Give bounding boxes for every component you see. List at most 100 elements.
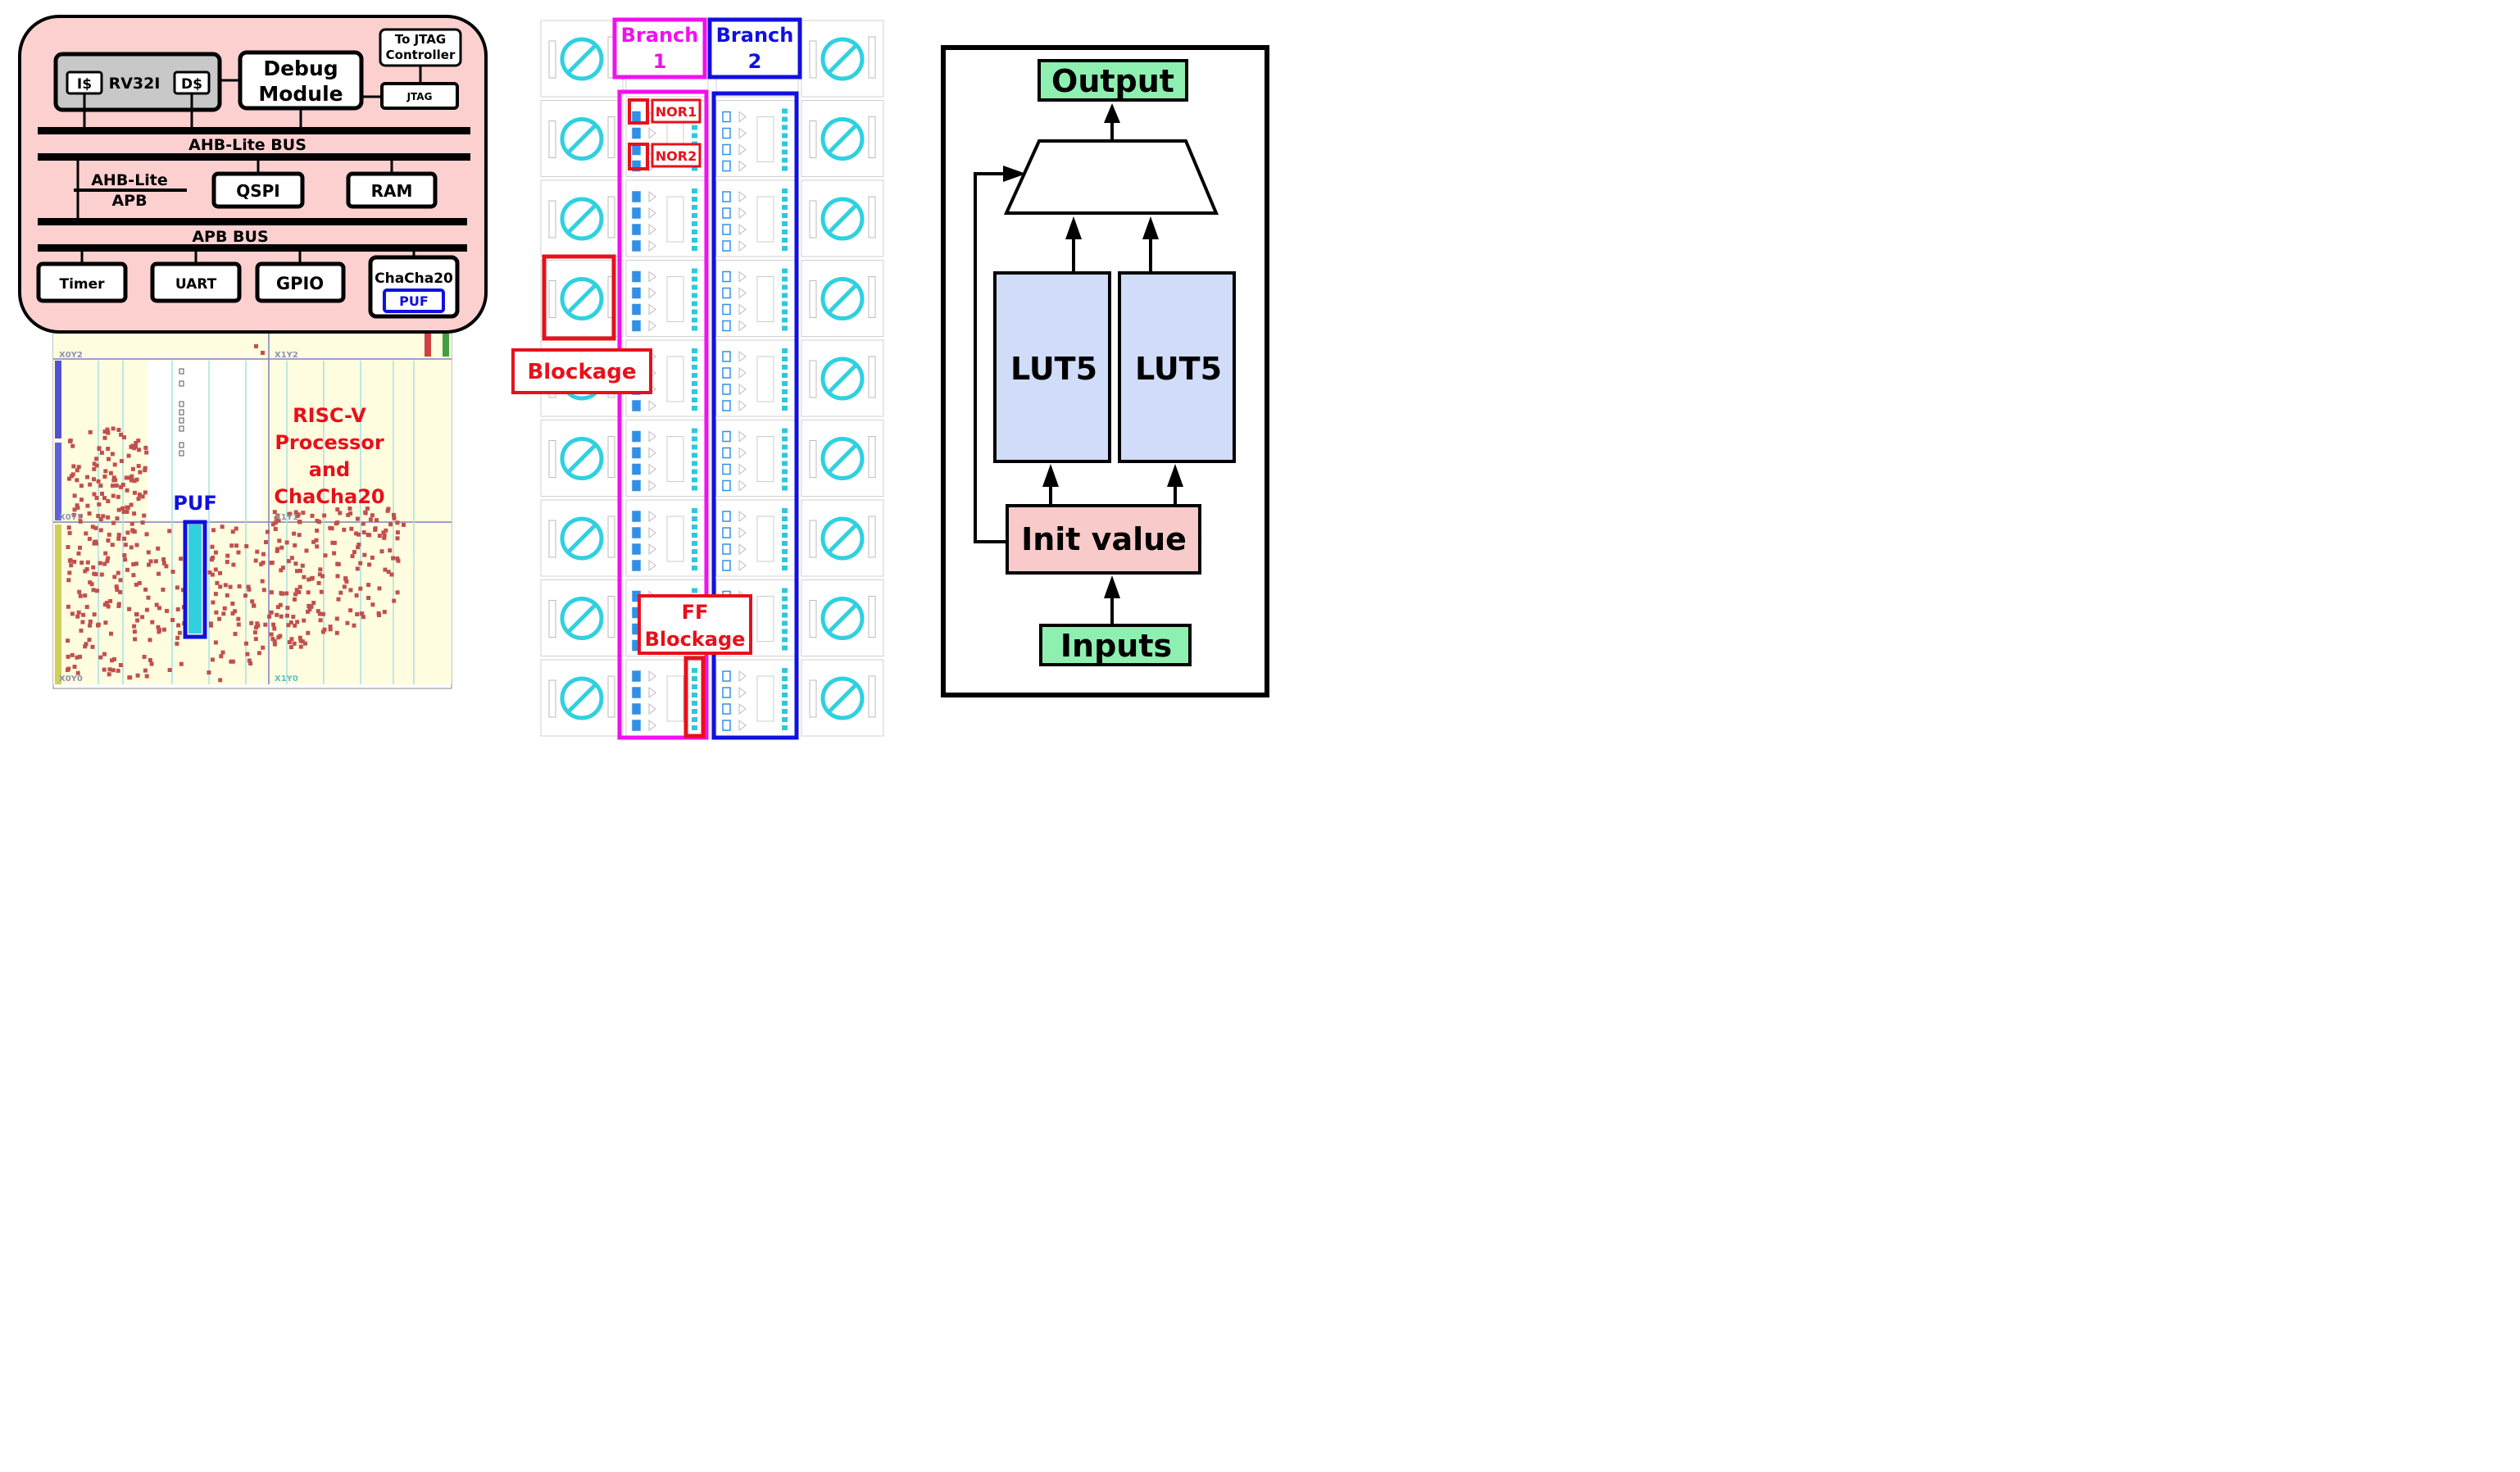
placed-cell (125, 510, 129, 514)
placed-cell (386, 570, 391, 575)
region-label-x1y2: X1Y2 (275, 351, 298, 360)
mux-site (648, 720, 656, 731)
mux-site (648, 127, 656, 139)
blockage-label-box (511, 348, 652, 394)
placed-cell (97, 446, 102, 451)
placed-cell (106, 556, 111, 561)
placed-cell (67, 530, 72, 535)
ff-site (782, 246, 788, 251)
placed-cell (306, 577, 311, 582)
placed-cell (134, 561, 138, 566)
slice-cell (868, 276, 876, 318)
placed-cell (107, 667, 112, 672)
placed-cell (107, 672, 111, 677)
placed-cell (66, 638, 70, 643)
placed-cell (118, 663, 123, 667)
placed-cell (136, 497, 141, 502)
placed-cell (111, 493, 116, 498)
placed-cell (143, 445, 148, 450)
placed-cell (116, 536, 121, 541)
placed-cell (220, 650, 225, 655)
placed-cell (255, 549, 260, 554)
apb-bus-bottom (38, 244, 467, 252)
placed-cell (111, 520, 116, 525)
mux-site (648, 303, 656, 316)
placed-cell (382, 535, 387, 540)
placed-cell (100, 491, 104, 496)
placed-cell (361, 530, 366, 534)
lut-site (722, 127, 731, 139)
ram-block (346, 171, 438, 209)
placed-cell (293, 623, 297, 628)
placed-cell (279, 591, 284, 596)
ff-site (692, 221, 697, 226)
mux-site (738, 111, 747, 123)
carry-site (756, 436, 774, 482)
ff-site (692, 436, 697, 442)
ff-site (782, 645, 788, 651)
placed-cell (236, 622, 241, 627)
bram-site (179, 442, 184, 448)
placed-cell (79, 497, 84, 502)
jtag-box (380, 82, 459, 110)
placed-cell (247, 587, 252, 592)
slice-cell (548, 40, 556, 79)
mux-site (648, 527, 656, 538)
placed-cell (72, 493, 77, 498)
placed-cell (129, 521, 134, 526)
placed-cell (310, 513, 315, 518)
slice-cell (548, 200, 556, 239)
placed-cell (134, 611, 138, 616)
placed-cell (356, 532, 361, 537)
placed-cell (272, 626, 277, 631)
ff-site (782, 541, 788, 546)
placed-cell (110, 543, 115, 547)
placed-cell (377, 534, 382, 538)
placed-cell (111, 478, 116, 483)
placed-cell (386, 507, 391, 511)
placed-cell (352, 550, 356, 554)
placed-cell (348, 511, 353, 516)
placed-cell (348, 588, 353, 593)
mux-site (648, 270, 656, 283)
placed-cell (297, 635, 302, 640)
prohibit-icon (820, 437, 865, 480)
ff-site (782, 293, 788, 298)
placed-cell (260, 579, 265, 584)
ff-site (782, 676, 788, 681)
placed-cell (78, 545, 82, 550)
placed-cell (88, 623, 93, 628)
slice-cell (868, 596, 876, 638)
timer-label: Timer (59, 276, 105, 293)
ff-site (782, 596, 788, 602)
placed-cell (287, 640, 292, 644)
lut-site (722, 447, 731, 459)
bram-site (179, 401, 184, 407)
lut-site (632, 143, 641, 156)
placed-cell (72, 559, 77, 564)
placed-cell (335, 574, 340, 579)
carry-site (756, 356, 774, 402)
ff-site (782, 149, 788, 155)
ff-site (782, 725, 788, 730)
mux-site (738, 367, 747, 379)
prohibit-icon (560, 676, 604, 720)
slice-tile (540, 100, 624, 177)
placed-cell (102, 435, 107, 440)
placed-cell (269, 632, 274, 637)
placed-cell (284, 591, 289, 596)
placed-cell (343, 576, 348, 581)
placed-cell (129, 502, 134, 507)
lut-site (722, 224, 731, 235)
placed-cell (99, 572, 104, 577)
placed-cell (116, 507, 121, 512)
qspi-block (211, 171, 305, 209)
carry-site (756, 596, 774, 642)
placed-cell (315, 528, 320, 533)
placed-cell (161, 561, 166, 566)
placed-cell (243, 593, 247, 598)
ff-site (782, 108, 788, 114)
placed-cell (130, 466, 135, 471)
ff-site (692, 284, 697, 290)
slice-cell (868, 196, 876, 239)
